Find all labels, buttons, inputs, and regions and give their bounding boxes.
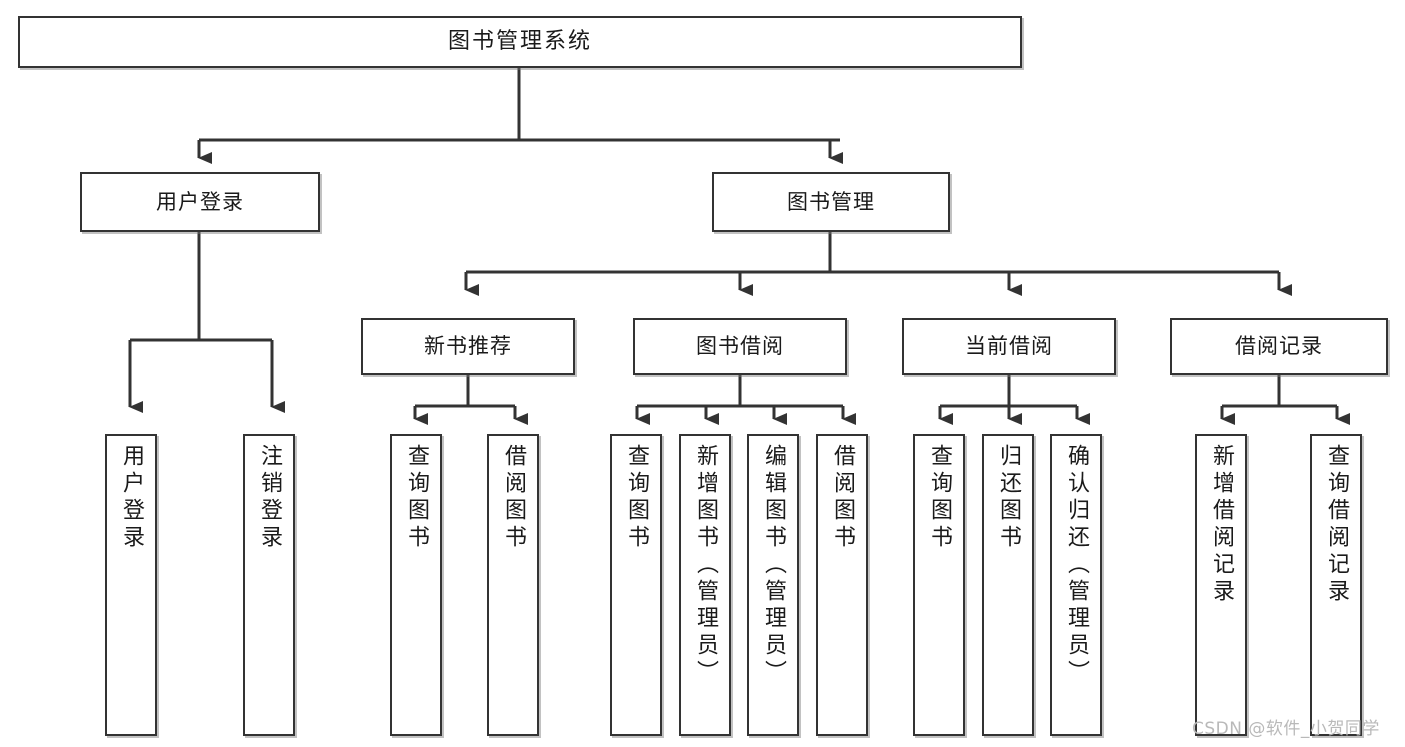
leaf-confirm-return-label: 确认归还（管理员） [1064,444,1089,687]
leaf-add-record-label: 新增借阅记录 [1209,444,1234,606]
leaf-user-login-label: 用户登录 [119,444,144,552]
leaf-return-book[interactable]: 归还图书 [982,434,1034,736]
node-new-book-rec-label: 新书推荐 [424,334,512,359]
node-user-login-label: 用户登录 [156,189,244,214]
leaf-borrow-book-1[interactable]: 借阅图书 [487,434,539,736]
leaf-query-book-1-label: 查询图书 [404,444,429,552]
leaf-logout[interactable]: 注销登录 [243,434,295,736]
leaf-query-book-3[interactable]: 查询图书 [913,434,965,736]
leaf-confirm-return[interactable]: 确认归还（管理员） [1050,434,1102,736]
leaf-query-book-2-label: 查询图书 [624,444,649,552]
node-root-label: 图书管理系统 [447,29,592,55]
leaf-add-book[interactable]: 新增图书（管理员） [679,434,731,736]
node-user-login[interactable]: 用户登录 [80,172,320,232]
node-book-borrow[interactable]: 图书借阅 [633,318,847,375]
leaf-user-login[interactable]: 用户登录 [105,434,157,736]
leaf-return-book-label: 归还图书 [996,444,1021,552]
node-book-manage[interactable]: 图书管理 [712,172,950,232]
node-borrow-record[interactable]: 借阅记录 [1170,318,1388,375]
node-current-borrow[interactable]: 当前借阅 [902,318,1116,375]
leaf-query-record-label: 查询借阅记录 [1324,444,1349,606]
leaf-query-book-2[interactable]: 查询图书 [610,434,662,736]
node-book-borrow-label: 图书借阅 [696,334,784,359]
leaf-borrow-book-1-label: 借阅图书 [501,444,526,552]
node-new-book-rec[interactable]: 新书推荐 [361,318,575,375]
csdn-watermark: CSDN @软件_小贺同学 [1192,719,1380,739]
leaf-query-book-1[interactable]: 查询图书 [390,434,442,736]
node-book-manage-label: 图书管理 [787,189,875,214]
leaf-logout-label: 注销登录 [257,444,282,552]
leaf-borrow-book-2[interactable]: 借阅图书 [816,434,868,736]
leaf-edit-book-label: 编辑图书（管理员） [761,444,786,687]
node-current-borrow-label: 当前借阅 [965,334,1053,359]
leaf-borrow-book-2-label: 借阅图书 [830,444,855,552]
leaf-query-book-3-label: 查询图书 [927,444,952,552]
leaf-query-record[interactable]: 查询借阅记录 [1310,434,1362,736]
leaf-add-book-label: 新增图书（管理员） [693,444,718,687]
node-root[interactable]: 图书管理系统 [18,16,1022,68]
leaf-add-record[interactable]: 新增借阅记录 [1195,434,1247,736]
leaf-edit-book[interactable]: 编辑图书（管理员） [747,434,799,736]
node-borrow-record-label: 借阅记录 [1235,334,1323,359]
